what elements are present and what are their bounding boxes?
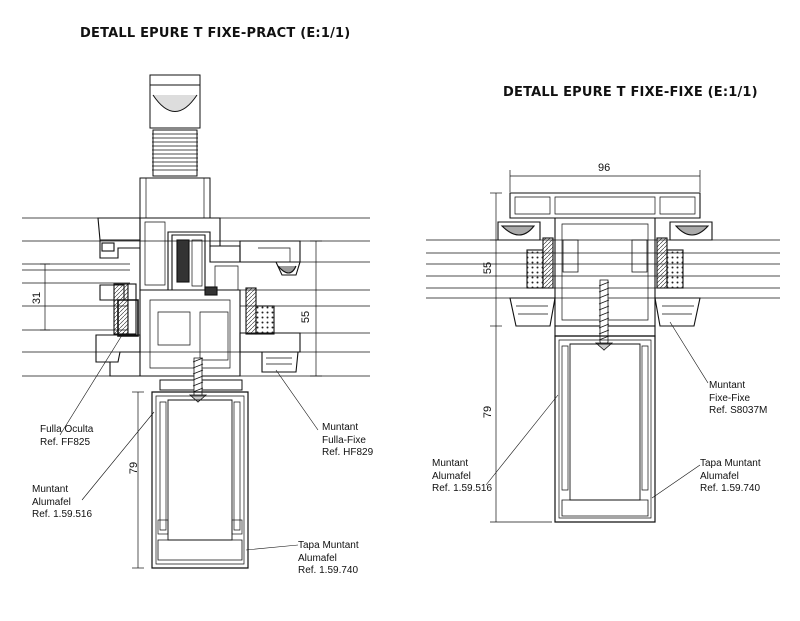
label-line: Alumafel <box>700 470 739 482</box>
left-fulla-fixe-profile <box>239 240 301 373</box>
right-top-profile <box>497 192 713 241</box>
left-section-drawing <box>22 74 370 569</box>
label-line: Alumafel <box>298 552 337 564</box>
right-leader-lines <box>485 321 709 499</box>
label-left-muntant-alumafel: Muntant Alumafel Ref. 1.59.516 <box>32 484 92 522</box>
left-screw <box>188 357 208 403</box>
right-center-frame <box>509 217 701 337</box>
left-dim-55: 55 <box>300 310 312 324</box>
label-right-muntant-alumafel: Muntant Alumafel Ref. 1.59.516 <box>432 458 492 496</box>
label-line: Fixe-Fixe <box>709 392 751 404</box>
left-leader-lines <box>59 331 319 551</box>
label-line: Tapa Muntant <box>700 458 761 469</box>
label-fulla-oculta: Fulla Oculta Ref. FF825 <box>40 424 93 449</box>
right-drawing-title: DETALL EPURE T FIXE-FIXE (E:1/1) <box>503 85 758 100</box>
label-line: Alumafel <box>432 470 471 482</box>
left-drawing-title: DETALL EPURE T FIXE-PRACT (E:1/1) <box>80 26 351 41</box>
label-line: Ref. 1.59.740 <box>298 565 359 576</box>
label-line: Muntant <box>322 422 359 433</box>
label-line: Ref. 1.59.740 <box>700 483 761 494</box>
right-dimension-lines <box>490 170 701 523</box>
right-dim-55: 55 <box>482 261 494 275</box>
left-handle <box>139 74 211 219</box>
label-right-tapa-muntant: Tapa Muntant Alumafel Ref. 1.59.740 <box>700 458 761 496</box>
label-line: Ref. FF825 <box>40 436 91 448</box>
label-line: Fulla Oculta <box>40 424 94 435</box>
label-line: Ref. HF829 <box>322 447 374 458</box>
label-line: Fulla-Fixe <box>322 434 366 446</box>
right-screw <box>594 279 614 351</box>
label-line: Muntant <box>32 484 69 495</box>
label-line: Ref. 1.59.516 <box>32 509 93 520</box>
label-line: Ref. S8037M <box>709 405 768 416</box>
label-line: Ref. 1.59.516 <box>432 483 493 494</box>
left-center-frame <box>139 217 243 391</box>
label-muntant-fixe-fixe: Muntant Fixe-Fixe Ref. S8037M <box>709 380 767 418</box>
left-dimension-lines <box>40 240 322 569</box>
left-dim-31: 31 <box>31 291 43 305</box>
left-glass-lines <box>22 217 370 377</box>
right-section-drawing <box>426 170 780 523</box>
right-dim-96: 96 <box>598 162 611 174</box>
label-line: Muntant <box>709 380 746 391</box>
label-line: Alumafel <box>32 496 71 508</box>
label-line: Muntant <box>432 458 469 469</box>
label-line: Tapa Muntant <box>298 540 359 551</box>
right-dim-79: 79 <box>482 405 494 419</box>
label-muntant-fulla-fixe: Muntant Fulla-Fixe Ref. HF829 <box>322 422 373 460</box>
left-dim-79: 79 <box>128 461 140 475</box>
left-alumafel-mullion <box>151 391 249 569</box>
label-left-tapa-muntant: Tapa Muntant Alumafel Ref. 1.59.740 <box>298 540 359 578</box>
right-alumafel-mullion <box>554 335 656 523</box>
